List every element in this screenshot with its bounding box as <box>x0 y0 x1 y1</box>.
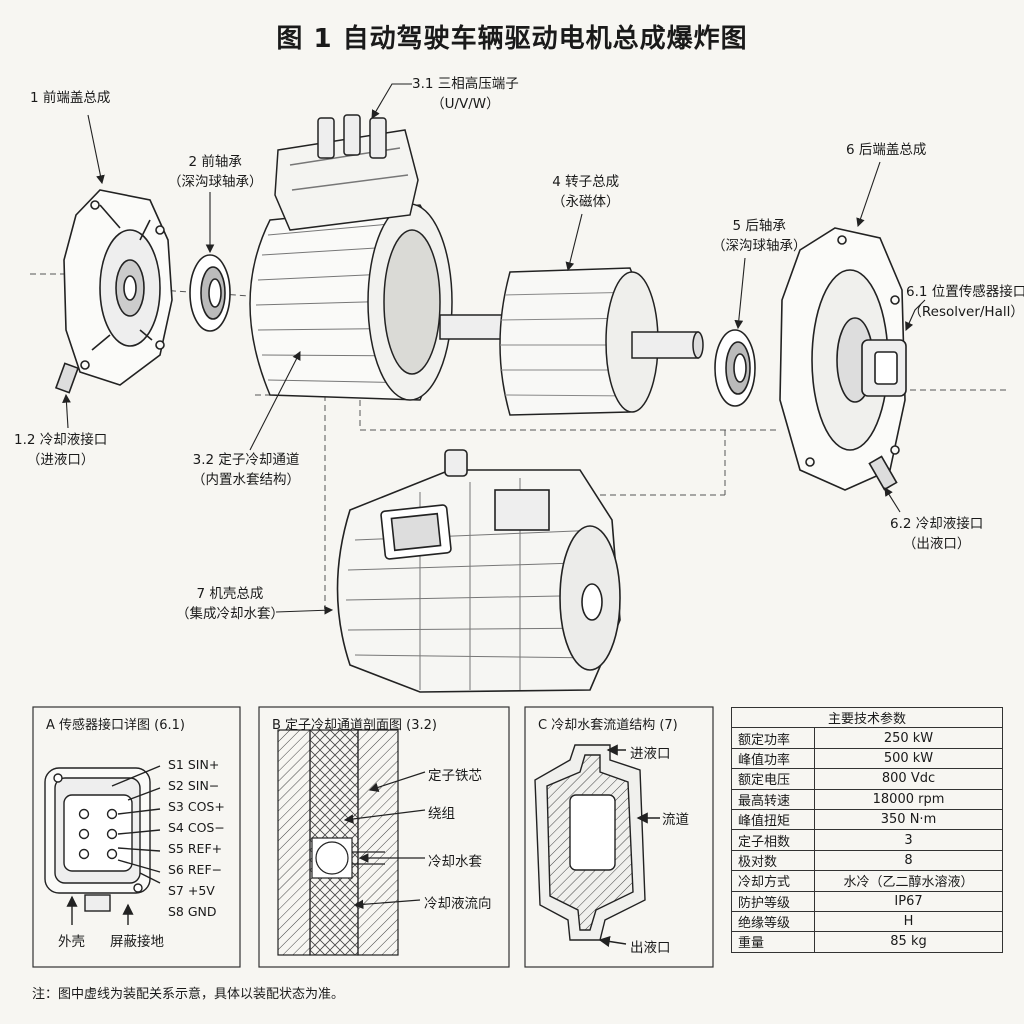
rear-end-cover <box>779 227 907 491</box>
panel-a-frame <box>32 706 241 968</box>
label-water-jacket: 冷却水套 <box>428 854 482 870</box>
label-outlet: 出液口 <box>630 940 671 956</box>
shield-ground-label: 屏蔽接地 <box>110 934 164 950</box>
pin-s6: S6 REF− <box>168 862 223 877</box>
callout-front-coolant-port: 1.2 冷却液接口（进液口） <box>14 432 108 468</box>
label-channel: 流道 <box>662 812 689 828</box>
callout-position-sensor: 6.1 位置传感器接口（Resolver/Hall） <box>906 284 1024 320</box>
panel-c-frame <box>524 706 714 968</box>
pin-s4: S4 COS− <box>168 820 225 835</box>
motor-housing <box>336 449 621 693</box>
panel-b-frame <box>258 706 510 968</box>
outer-shell-label: 外壳 <box>58 934 85 950</box>
label-stator-core: 定子铁芯 <box>428 768 482 784</box>
callout-stator-cooling: 3.2 定子冷却通道（内置水套结构） <box>192 452 300 488</box>
callout-housing: 7 机壳总成（集成冷却水套） <box>176 586 284 622</box>
callout-rear-cover: 6 后端盖总成 <box>846 142 927 158</box>
label-winding: 绕组 <box>428 806 455 822</box>
sensor-connector <box>44 765 161 925</box>
callout-front-cover: 1 前端盖总成 <box>30 90 111 106</box>
page-title: 图 1 自动驾驶车辆驱动电机总成爆炸图 <box>276 24 748 54</box>
spec-row: 冷却方式水冷（乙二醇水溶液） <box>731 870 1003 892</box>
pin-s8: S8 GND <box>168 904 217 919</box>
pin-s3: S3 COS+ <box>168 799 225 814</box>
callout-front-bearing: 2 前轴承（深沟球轴承） <box>168 154 263 190</box>
rotor <box>439 267 704 416</box>
panel-a-title: A 传感器接口详图 (6.1) <box>46 718 185 733</box>
pin-s5: S5 REF+ <box>168 841 223 856</box>
leader-lines <box>62 83 926 615</box>
pin-s1: S1 SIN+ <box>168 757 220 772</box>
front-bearing <box>189 254 231 332</box>
rear-bearing <box>714 329 756 407</box>
stator-cross-section <box>277 729 426 956</box>
stator <box>249 114 453 401</box>
cooling-flow-channel <box>534 744 660 948</box>
callout-rear-coolant-port: 6.2 冷却液接口（出液口） <box>890 516 984 552</box>
pin-s2: S2 SIN− <box>168 778 220 793</box>
panel-c-title: C 冷却水套流道结构 (7) <box>538 718 678 733</box>
panel-b-title: B 定子冷却通道剖面图 (3.2) <box>272 718 438 733</box>
label-coolant-flow: 冷却液流向 <box>424 896 492 912</box>
callout-rear-bearing: 5 后轴承（深沟球轴承） <box>712 218 807 254</box>
footnote: 注：图中虚线为装配关系示意，具体以装配状态为准。 <box>32 987 345 1002</box>
callout-hv-terminal: 3.1 三相高压端子（U/V/W） <box>412 76 519 112</box>
label-inlet: 进液口 <box>630 746 671 762</box>
front-end-cover <box>54 189 173 394</box>
specs-title: 主要技术参数 <box>731 706 1003 729</box>
callout-rotor: 4 转子总成（永磁体） <box>552 174 620 210</box>
pin-s7: S7 +5V <box>168 883 215 898</box>
